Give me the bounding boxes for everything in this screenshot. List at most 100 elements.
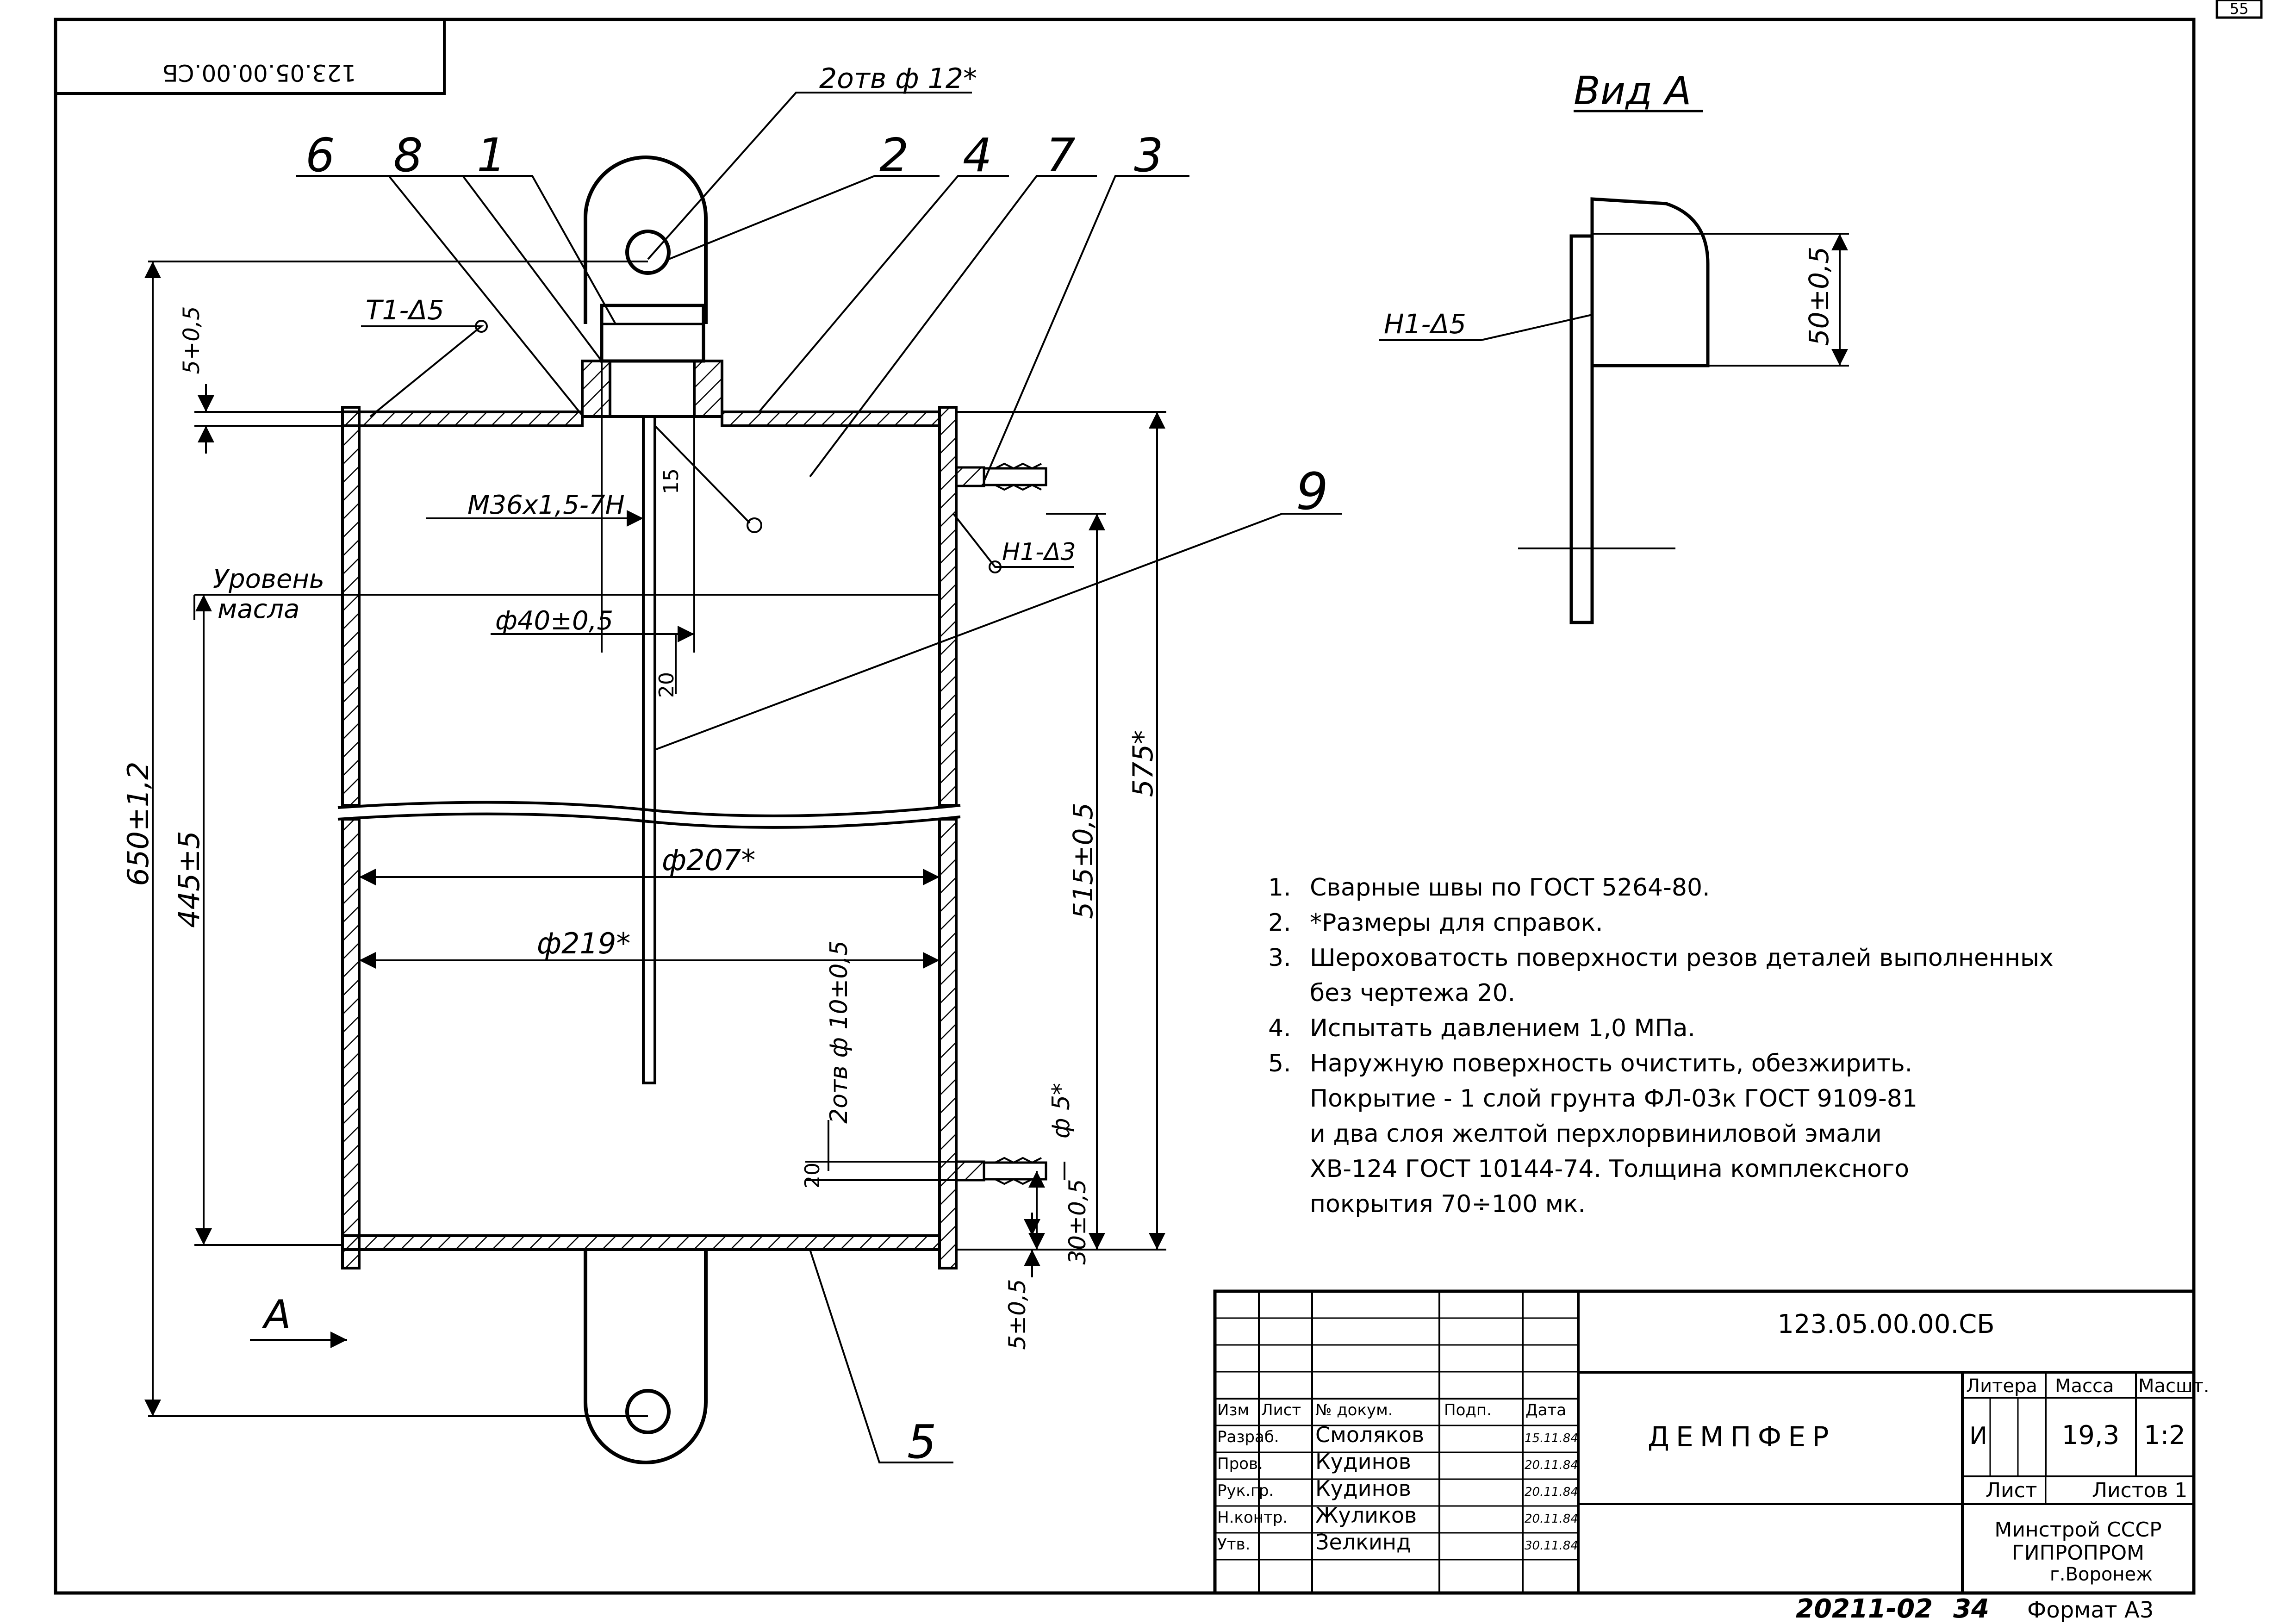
top-lug-hole <box>625 230 671 275</box>
note-1: 1. Сварные швы по ГОСТ 5264-80. <box>1268 870 2101 905</box>
sheet-number: 55 <box>2230 0 2249 18</box>
shell-wall-left-upper <box>341 406 361 807</box>
role-3: Н.контр. <box>1217 1508 1288 1527</box>
note-text: Испытать давлением 1,0 МПа. <box>1310 1014 1695 1042</box>
note-5: 5. Наружную поверхность очистить, обезжир… <box>1268 1046 2101 1081</box>
org-3: г.Воронеж <box>2050 1564 2153 1585</box>
name-4: Зелкинд <box>1315 1530 1411 1555</box>
hdr-date: Дата <box>1525 1401 1566 1419</box>
litera-label: Литера <box>1966 1375 2037 1397</box>
mass-label: Масса <box>2055 1375 2114 1397</box>
dipstick-rod <box>642 415 656 1084</box>
note-text: Наружную поверхность очистить, обезжирит… <box>1310 1050 1913 1077</box>
page-number: 34 <box>1953 1594 1989 1624</box>
note-number: 5. <box>1268 1050 1291 1077</box>
rotated-stamp-code: 123.05.00.00.СБ <box>162 59 356 86</box>
format-label: Формат А3 <box>2027 1597 2154 1623</box>
note-number: 3. <box>1268 944 1291 972</box>
note-text: ХВ-124 ГОСТ 10144-74. Толщина комплексно… <box>1310 1155 1910 1183</box>
top-boss-right <box>693 360 723 418</box>
date-2: 20.11.84 <box>1525 1485 1578 1499</box>
oil-level-line2: масла <box>218 594 299 624</box>
scale-value: 1:2 <box>2144 1420 2185 1450</box>
callout-6: 6 <box>305 128 335 182</box>
dim-5-bottom: 5±0,5 <box>1004 1279 1031 1350</box>
date-0: 15.11.84 <box>1525 1431 1578 1445</box>
arrow-a-label: А <box>261 1292 291 1338</box>
note-text: Покрытие - 1 слой грунта ФЛ-03к ГОСТ 910… <box>1310 1085 1917 1113</box>
org-2: ГИПРОПРОМ <box>2012 1541 2144 1565</box>
callout-8: 8 <box>393 128 423 182</box>
note-text: и два слоя желтой перхлорвиниловой эмали <box>1310 1120 1882 1148</box>
note-text: без чертежа 20. <box>1310 979 1516 1007</box>
sheet-label: Лист <box>1986 1479 2037 1502</box>
top-boss-left <box>581 360 611 418</box>
title-block <box>1213 1289 2196 1595</box>
view-a-plate <box>1569 234 1594 624</box>
top-plate-right <box>721 411 941 427</box>
date-1: 20.11.84 <box>1525 1458 1578 1472</box>
note-5-cont-2: и два слоя желтой перхлорвиниловой эмали <box>1268 1116 2101 1151</box>
role-0: Разраб. <box>1217 1428 1279 1446</box>
hdr-doc: № докум. <box>1315 1401 1393 1419</box>
note-text: Сварные швы по ГОСТ 5264-80. <box>1310 874 1710 902</box>
mass-value: 19,3 <box>2062 1420 2120 1450</box>
role-2: Рук.гр. <box>1217 1481 1274 1500</box>
date-3: 20.11.84 <box>1525 1512 1578 1526</box>
title-block-text: 123.05.00.00.СБ ДЕМПФЕР Изм Лист № докум… <box>1217 1309 2210 1585</box>
top-plate-left <box>341 411 584 427</box>
scale-label: Масшт. <box>2138 1375 2210 1397</box>
shell-wall-right-lower <box>938 818 958 1269</box>
sheet-number-box: 55 <box>2216 0 2263 19</box>
archive-number: 20211-02 <box>1796 1594 1933 1624</box>
note-text: покрытия 70÷100 мк. <box>1310 1190 1586 1218</box>
lower-side-fitting <box>955 1157 1047 1185</box>
dia-5-label: ф 5* <box>1047 1083 1075 1139</box>
drawing-frame <box>54 18 2196 1595</box>
note-5-cont-4: покрытия 70÷100 мк. <box>1268 1187 2101 1222</box>
top-lug <box>584 156 708 324</box>
labels: Вид А 6 8 1 2 4 7 3 9 5 2отв ф 12* Т1-Δ5… <box>121 62 1835 1469</box>
bottom-plate <box>341 1234 941 1251</box>
oil-level-line1: Уровень <box>213 564 324 594</box>
note-number: 2. <box>1268 909 1291 937</box>
view-a <box>1379 110 1849 624</box>
date-4: 30.11.84 <box>1525 1539 1578 1553</box>
weld-top-label: Т1-Δ5 <box>366 294 444 326</box>
upper-side-fitting <box>955 462 1047 491</box>
note-number: 4. <box>1268 1014 1291 1042</box>
damper-assembly <box>193 156 1047 1464</box>
break-line <box>337 801 961 817</box>
role-4: Утв. <box>1217 1535 1250 1554</box>
note-4: 4. Испытать давлением 1,0 МПа. <box>1268 1011 2101 1046</box>
callout-3: 3 <box>1134 128 1164 182</box>
weld-fitting-label: Н1-Δ3 <box>1002 538 1076 566</box>
dim-20-b-label: 20 <box>801 1163 824 1188</box>
name-1: Кудинов <box>1315 1449 1411 1474</box>
litera-value: И <box>1969 1422 1987 1450</box>
bottom-lug-hole <box>625 1389 671 1434</box>
dim-575: 575* <box>1127 730 1159 797</box>
holes-side-label: 2отв ф 10±0,5 <box>825 940 853 1124</box>
org-1: Минстрой СССР <box>1994 1518 2161 1542</box>
rotated-stamp: 123.05.00.00.СБ <box>54 18 446 95</box>
dimension-lines <box>144 92 1342 1463</box>
callout-5: 5 <box>907 1415 937 1469</box>
dim-515: 515±0,5 <box>1067 803 1099 919</box>
name-0: Смоляков <box>1315 1422 1424 1447</box>
dim-20-a-label: 20 <box>655 672 678 698</box>
note-number: 1. <box>1268 874 1291 902</box>
shell-wall-left-lower <box>341 818 361 1269</box>
bottom-lug <box>584 1250 708 1464</box>
callout-9: 9 <box>1296 462 1328 521</box>
note-5-cont-1: Покрытие - 1 слой грунта ФЛ-03к ГОСТ 910… <box>1268 1081 2101 1116</box>
drawing-title: ДЕМПФЕР <box>1648 1421 1835 1453</box>
note-3: 3.Шероховатость поверхности резов детале… <box>1268 940 2101 976</box>
note-5-cont-3: ХВ-124 ГОСТ 10144-74. Толщина комплексно… <box>1268 1151 2101 1187</box>
dim-650: 650±1,2 <box>121 762 155 886</box>
dia-207-label: ф207* <box>662 843 755 877</box>
holes-top-label: 2отв ф 12* <box>819 62 977 95</box>
callout-7: 7 <box>1046 128 1076 182</box>
note-2: 2.*Размеры для справок. <box>1268 905 2101 940</box>
hdr-list: Лист <box>1261 1401 1301 1419</box>
